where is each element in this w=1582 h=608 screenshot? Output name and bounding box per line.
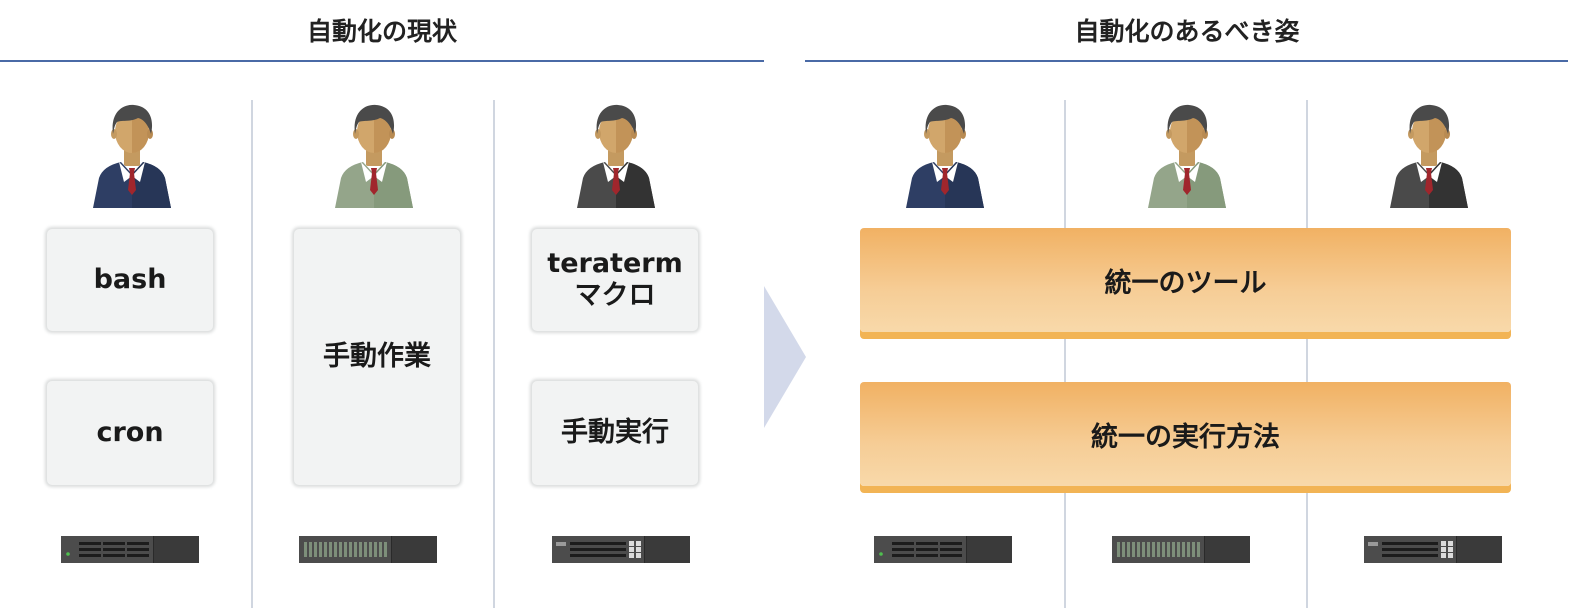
manual-work-box: 手動作業 <box>294 229 460 485</box>
manual-exec-box: 手動実行 <box>532 381 698 485</box>
person-icon <box>335 104 413 208</box>
column-divider <box>251 100 253 608</box>
title-rule-current <box>0 60 764 62</box>
person-icon <box>1390 104 1468 208</box>
person-icon <box>93 104 171 208</box>
bash-box: bash <box>47 229 213 331</box>
column-divider <box>1306 100 1308 608</box>
server-icon <box>552 536 690 563</box>
server-icon <box>61 536 199 563</box>
server-icon <box>1112 536 1250 563</box>
section-title-ideal: 自動化のあるべき姿 <box>1074 17 1300 46</box>
unified-exec-band: 統一の実行方法 <box>860 382 1511 486</box>
person-icon <box>577 104 655 208</box>
unified-tool-band: 統一のツール <box>860 228 1511 332</box>
arrow-right-icon <box>764 286 806 428</box>
title-rule-ideal <box>805 60 1568 62</box>
person-icon <box>1148 104 1226 208</box>
server-icon <box>1364 536 1502 563</box>
person-icon <box>906 104 984 208</box>
column-divider <box>1064 100 1066 608</box>
section-title-current: 自動化の現状 <box>306 17 457 46</box>
server-icon <box>874 536 1012 563</box>
server-icon <box>299 536 437 563</box>
column-divider <box>493 100 495 608</box>
teraterm-macro-box: teraterm マクロ <box>532 229 698 331</box>
cron-box: cron <box>47 381 213 485</box>
